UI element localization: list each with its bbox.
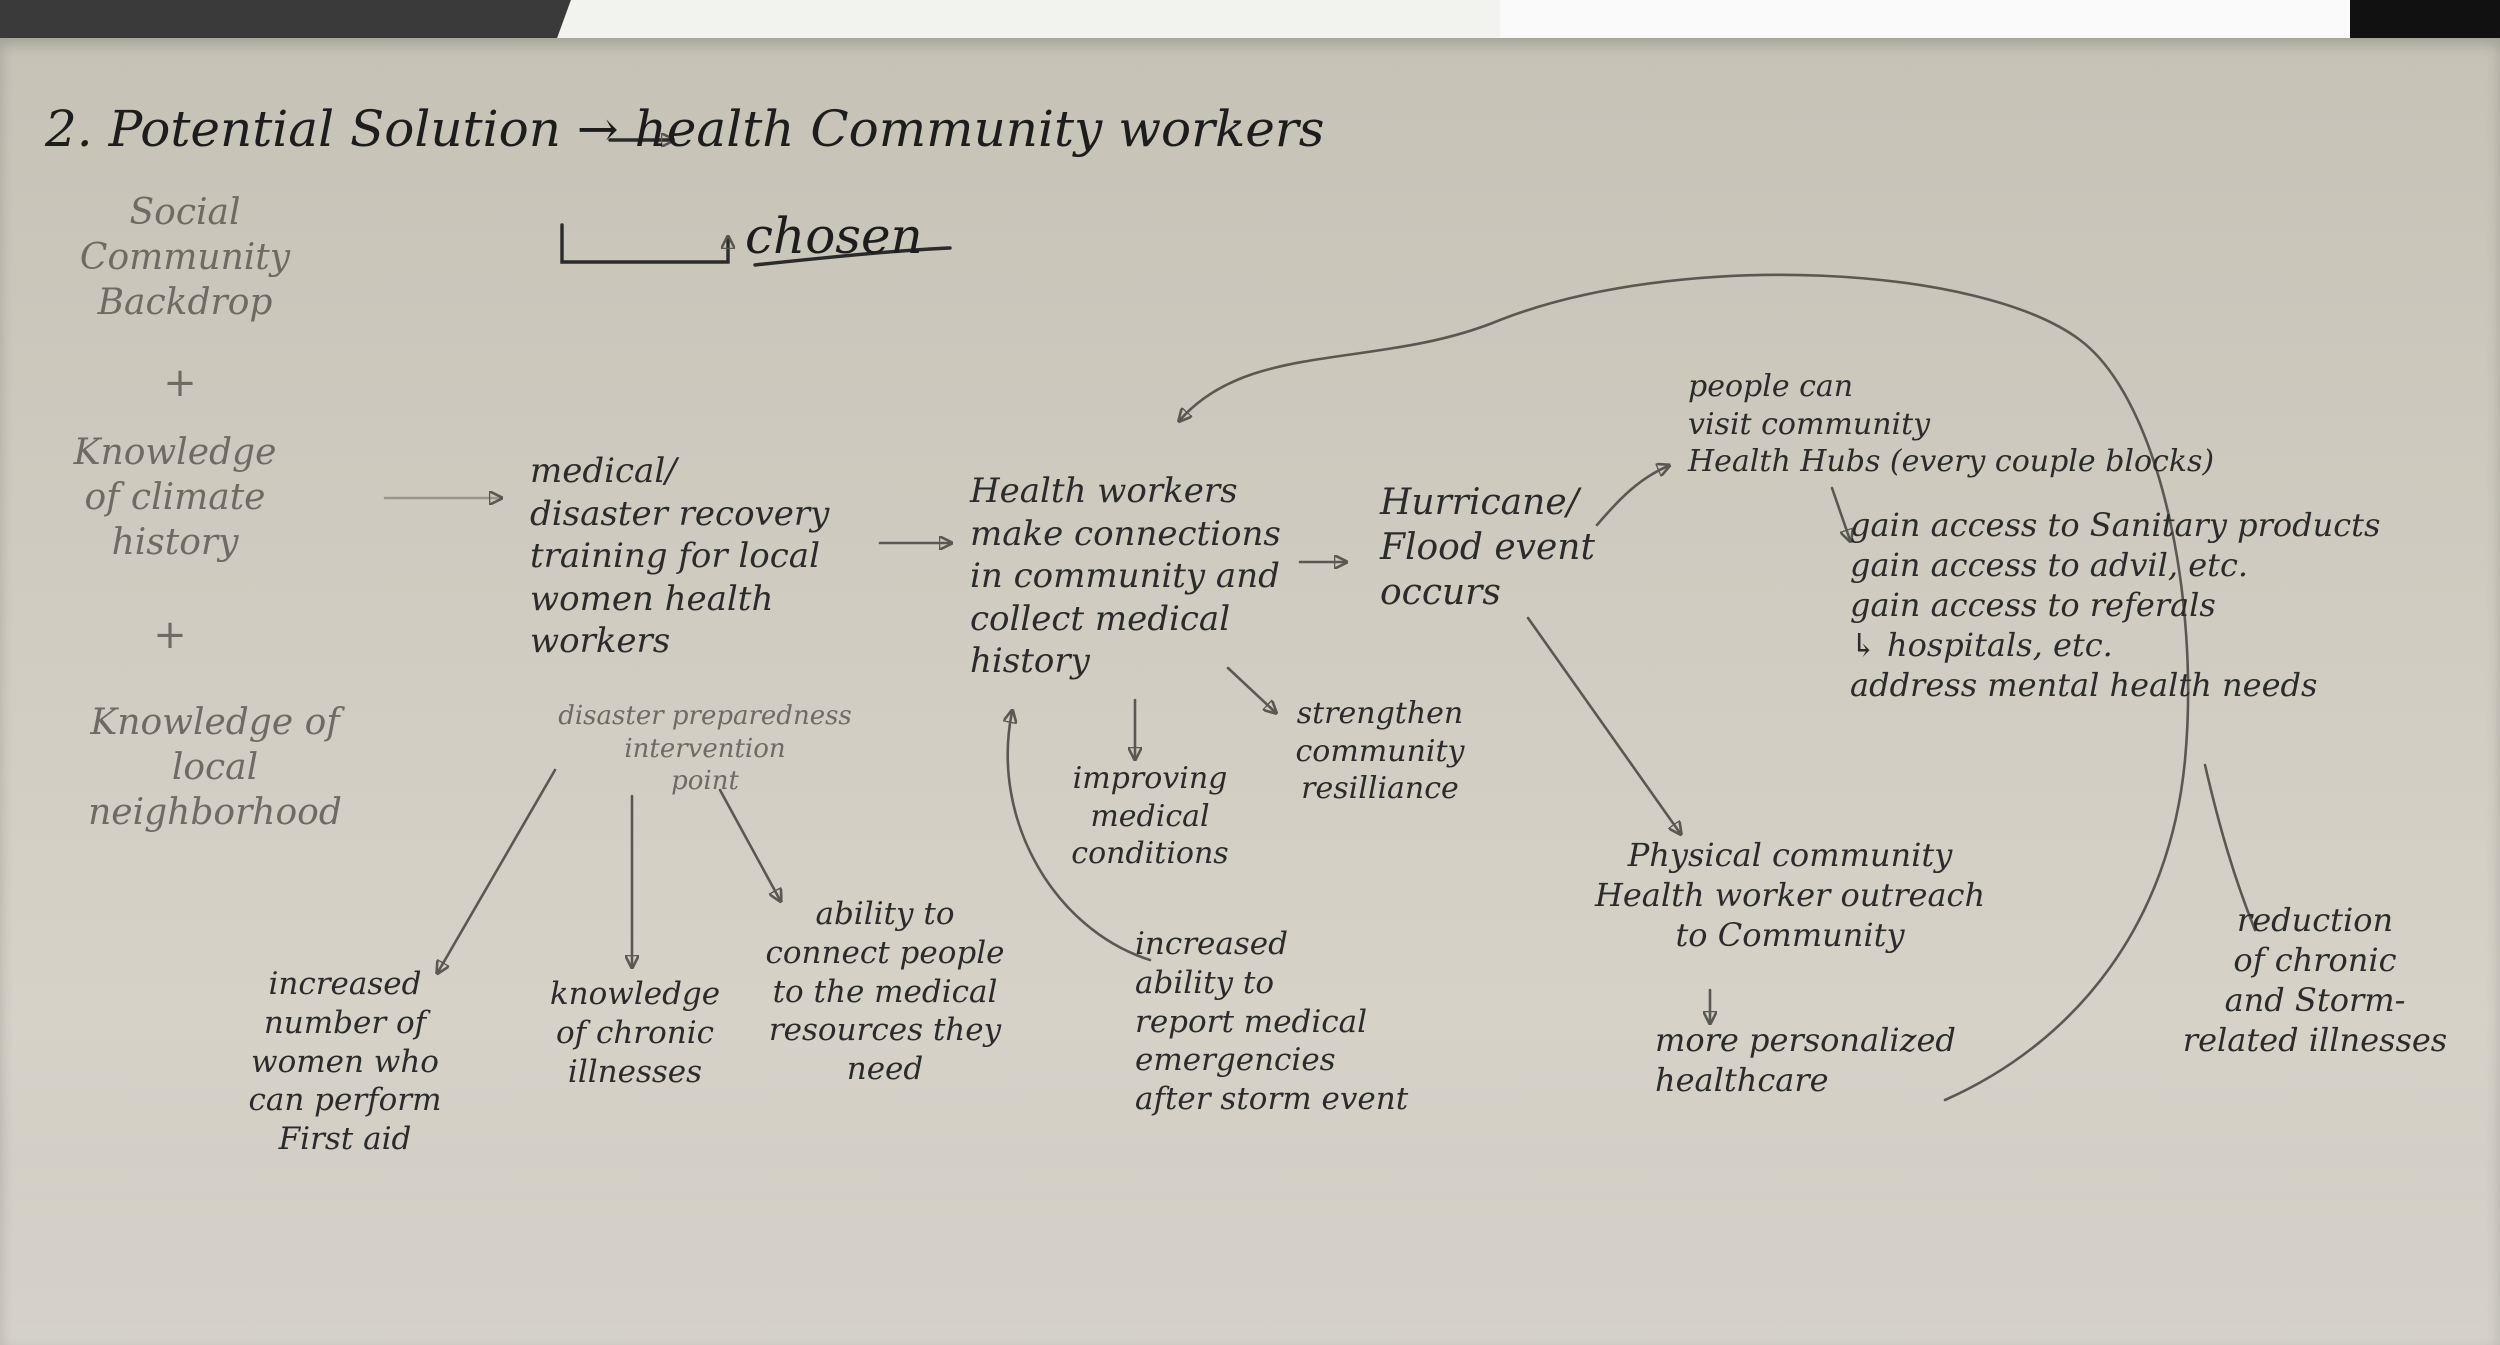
chosen-underline <box>753 246 952 267</box>
node-community-health-hubs: people can visit community Health Hubs (… <box>1688 369 2215 479</box>
node-report-emergencies: increased ability to report medical emer… <box>1135 926 1409 1117</box>
paper-shade <box>0 1150 2500 1345</box>
arrow-hubs-access <box>1830 486 1850 540</box>
plus-sign: + <box>153 612 187 658</box>
arrow-hurricane-outreach <box>1526 616 1680 833</box>
node-intervention-point: disaster preparedness intervention point <box>558 701 852 796</box>
input-climate-history: Knowledge of climate history <box>73 432 277 563</box>
node-reduction-illnesses: reduction of chronic and Storm- related … <box>2182 901 2448 1059</box>
input-local-neighborhood: Knowledge of local neighborhood <box>88 702 342 833</box>
plus-sign: + <box>163 360 197 406</box>
node-personalized-healthcare: more personalized healthcare <box>1655 1021 1956 1099</box>
arrow-intervention-connect <box>718 788 780 900</box>
node-health-workers-connections: Health workers make connections in commu… <box>970 471 1281 681</box>
node-strengthen-resilience: strengthen community resilliance <box>1295 696 1465 806</box>
paper-sheet <box>0 38 2500 1345</box>
node-first-aid: increased number of women who can perfor… <box>248 966 442 1157</box>
node-connect-resources: ability to connect people to the medical… <box>765 896 1005 1087</box>
arrow-access-reduction <box>2203 763 2257 932</box>
arrow-connections-resilience <box>1226 666 1275 712</box>
node-physical-outreach: Physical community Health worker outreac… <box>1594 836 1986 954</box>
node-chronic-illnesses: knowledge of chronic illnesses <box>549 976 721 1090</box>
node-hurricane-event: Hurricane/ Flood event occurs <box>1380 482 1595 613</box>
node-gain-access-list: gain access to Sanitary products gain ac… <box>1850 506 2381 704</box>
chosen-label: chosen <box>745 207 923 265</box>
chosen-bracket <box>560 223 728 264</box>
feedback-loop <box>1180 273 2190 1102</box>
diagram-title: 2. Potential Solution → health Community… <box>45 100 1325 158</box>
arrow-intervention-firstaid <box>438 768 557 972</box>
node-training: medical/ disaster recovery training for … <box>530 451 830 661</box>
arrow-hurricane-hubs <box>1595 466 1668 527</box>
node-improving-conditions: improving medical conditions <box>1071 761 1229 871</box>
input-social-community: Social Community Backdrop <box>79 192 291 323</box>
arrow-report-connections <box>1008 712 1152 962</box>
